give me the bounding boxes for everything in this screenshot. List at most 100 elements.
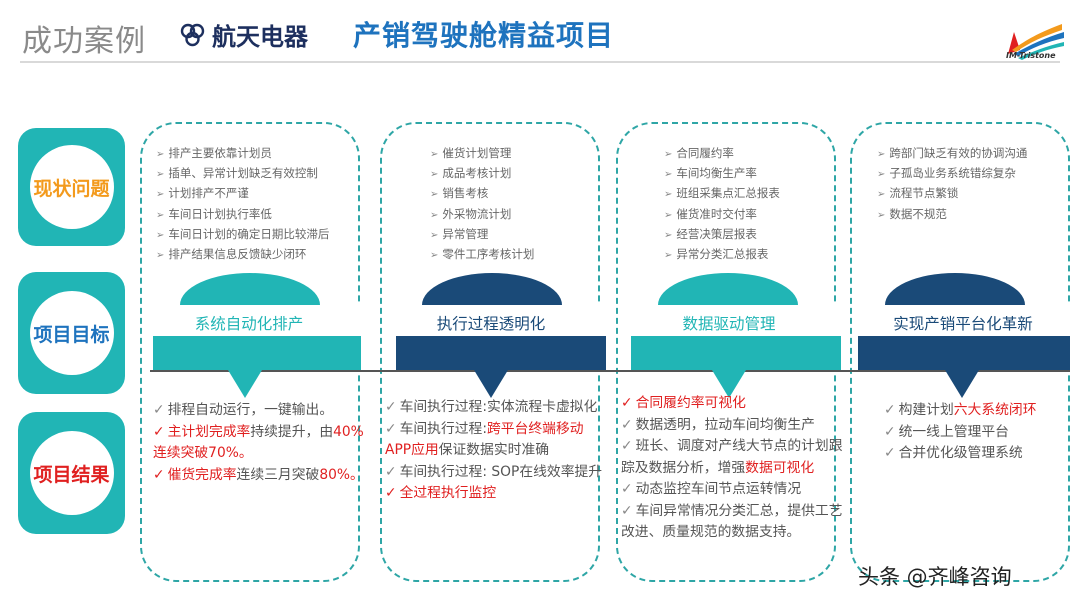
goal-dome-3	[658, 273, 798, 305]
arrow-bullet-icon: ➢	[156, 209, 165, 221]
goal-bar-4	[858, 336, 1070, 370]
goal-label-4: 实现产销平台化革新	[893, 315, 1033, 333]
result-item: ✓合同履约率可视化	[621, 393, 853, 415]
goal-pointer-2	[474, 370, 508, 398]
problem-item: ➢插单、异常计划缺乏有效控制	[156, 164, 366, 184]
arrow-bullet-icon: ➢	[430, 229, 439, 241]
problem-list-4: ➢跨部门缺乏有效的协调沟通➢子孤岛业务系统错综复杂➢流程节点繁锁➢数据不规范	[877, 144, 1080, 225]
arrow-bullet-icon: ➢	[664, 229, 673, 241]
arrow-bullet-icon: ➢	[664, 189, 673, 201]
problem-item: ➢经营决策层报表	[664, 225, 874, 245]
problem-item: ➢车间日计划的确定日期比较滞后	[156, 225, 366, 245]
arrow-bullet-icon: ➢	[430, 189, 439, 201]
problem-list-2: ➢催货计划管理➢成品考核计划➢销售考核➢外采物流计划➢异常管理➢零件工序考核计划	[430, 144, 640, 265]
result-text: 统一线上管理平台	[898, 423, 1009, 440]
arrow-bullet-icon: ➢	[430, 169, 439, 181]
problem-text: 催货计划管理	[442, 146, 512, 160]
result-text: 构建计划	[898, 402, 954, 418]
goal-dome-1	[180, 273, 320, 305]
problem-item: ➢车间日计划执行率低	[156, 205, 366, 225]
check-icon: ✓	[153, 402, 165, 418]
goal-strip-2	[392, 305, 610, 336]
result-item: ✓车间执行过程: SOP在线效率提升	[385, 462, 605, 484]
arrow-bullet-icon: ➢	[156, 189, 165, 201]
problem-text: 排产主要依靠计划员	[168, 146, 272, 160]
row-label-status: 现状问题	[18, 128, 125, 246]
arrow-bullet-icon: ➢	[156, 229, 165, 241]
brand-logo-icon	[1008, 24, 1064, 60]
result-text: 合并优化级管理系统	[898, 445, 1023, 461]
result-list-1: ✓排程自动运行，一键输出。✓主计划完成率持续提升，由40%连续突破70%。✓催货…	[153, 400, 365, 486]
problem-text: 合同履约率	[676, 146, 734, 160]
check-icon: ✓	[621, 395, 633, 411]
problem-text: 零件工序考核计划	[442, 247, 535, 262]
goal-pointer-3	[712, 370, 746, 398]
problem-text: 车间均衡生产率	[676, 166, 757, 181]
goal-strip-3	[628, 305, 844, 336]
problem-item: ➢成品考核计划	[430, 164, 640, 184]
problem-text: 车间日计划的确定日期比较滞后	[168, 226, 330, 241]
arrow-bullet-icon: ➢	[156, 250, 165, 262]
problem-item: ➢车间均衡生产率	[664, 164, 874, 184]
problem-item: ➢催货准时交付率	[664, 205, 874, 225]
problem-text: 车间日计划执行率低	[168, 206, 272, 221]
goal-pointer-4	[945, 370, 979, 398]
result-item: ✓班长、调度对产线大节点的计划跟踪及数据分析，增强数据可视化	[621, 436, 853, 479]
goal-strip-1	[150, 305, 364, 336]
result-item: ✓全过程执行监控	[385, 483, 605, 505]
problem-item: ➢异常管理	[430, 225, 640, 245]
result-highlight-text: 六大系统闭环	[953, 402, 1037, 418]
result-text: 保证数据实时准确	[438, 442, 550, 458]
company-logo: 航天电器	[178, 16, 308, 52]
result-highlight-text: 主计划完成率	[167, 423, 251, 440]
check-icon: ✓	[385, 485, 397, 501]
result-item: ✓数据透明，拉动车间均衡生产	[621, 415, 853, 437]
result-item: ✓动态监控车间节点运转情况	[621, 479, 853, 501]
result-text: 车间执行过程: SOP在线效率提升	[399, 463, 603, 480]
arrow-bullet-icon: ➢	[664, 149, 673, 160]
problem-text: 计划排产不严谨	[168, 186, 249, 201]
arrow-bullet-icon: ➢	[877, 189, 886, 201]
result-text: 数据透明，拉动车间均衡生产	[635, 416, 815, 433]
problem-text: 经营决策层报表	[676, 226, 757, 241]
result-text: 持续提升，由	[250, 423, 334, 440]
check-icon: ✓	[385, 463, 397, 480]
result-text: 排程自动运行，一键输出。	[167, 402, 334, 418]
problem-item: ➢跨部门缺乏有效的协调沟通	[877, 144, 1080, 164]
section-title: 成功案例	[22, 24, 146, 59]
problem-text: 跨部门缺乏有效的协调沟通	[889, 146, 1028, 160]
check-icon: ✓	[621, 481, 633, 497]
problem-item: ➢数据不规范	[877, 205, 1080, 225]
check-icon: ✓	[385, 399, 397, 415]
row-label-status-text: 现状问题	[29, 145, 114, 229]
result-list-3: ✓合同履约率可视化✓数据透明，拉动车间均衡生产✓班长、调度对产线大节点的计划跟踪…	[621, 393, 853, 544]
problem-item: ➢排产结果信息反馈缺少闭环	[156, 245, 366, 265]
problem-list-3: ➢合同履约率➢车间均衡生产率➢班组采集点汇总报表➢催货准时交付率➢经营决策层报表…	[664, 144, 874, 265]
result-text: 连续三月突破	[236, 466, 320, 483]
check-icon: ✓	[621, 438, 633, 454]
result-highlight-text: 全过程执行监控	[399, 485, 497, 501]
problem-item: ➢销售考核	[430, 184, 640, 204]
goal-label-3: 数据驱动管理	[682, 315, 776, 333]
result-text: 动态监控车间节点运转情况	[635, 481, 802, 497]
result-item: ✓合并优化级管理系统	[884, 443, 1064, 465]
problem-item: ➢外采物流计划	[430, 205, 640, 225]
result-highlight-text: 跨平台终端移动APP应用	[385, 420, 584, 459]
result-item: ✓统一线上管理平台	[884, 422, 1064, 444]
goal-dome-4	[885, 273, 1025, 305]
check-icon: ✓	[884, 402, 896, 418]
row-label-result: 项目结果	[18, 412, 125, 534]
problem-item: ➢合同履约率	[664, 144, 874, 164]
check-icon: ✓	[153, 423, 165, 440]
result-highlight-text: 合同履约率可视化	[635, 395, 746, 411]
check-icon: ✓	[153, 466, 165, 483]
check-icon: ✓	[884, 445, 896, 461]
result-list-4: ✓构建计划六大系统闭环✓统一线上管理平台✓合并优化级管理系统	[884, 400, 1064, 465]
goal-pointer-1	[228, 370, 262, 398]
result-item: ✓排程自动运行，一键输出。	[153, 400, 365, 422]
result-item: ✓车间执行过程:跨平台终端移动APP应用保证数据实时准确	[385, 419, 605, 462]
arrow-bullet-icon: ➢	[664, 209, 673, 221]
row-label-goal: 项目目标	[18, 272, 125, 394]
watermark: 头条 @齐峰咨询	[858, 565, 1012, 589]
result-highlight-text: 80%。	[319, 466, 364, 483]
